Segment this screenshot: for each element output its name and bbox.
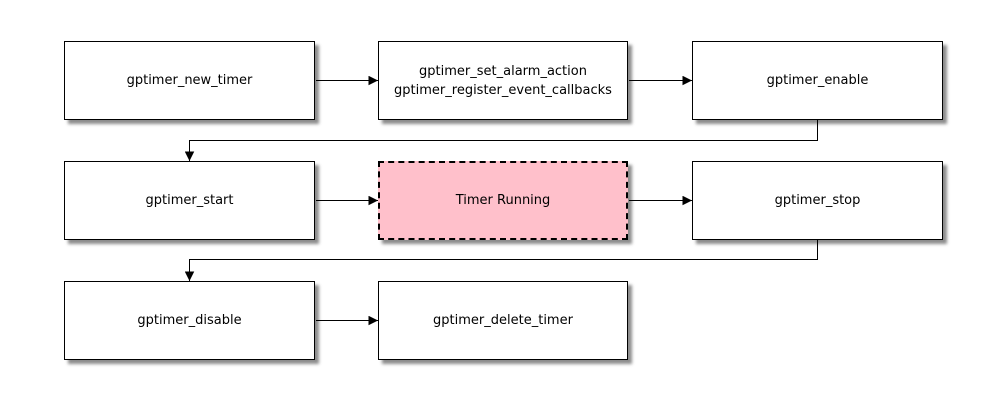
node-gptimer-set-alarm-action-register-event-callbacks: gptimer_set_alarm_action gptimer_registe… bbox=[378, 41, 628, 120]
node-gptimer-start: gptimer_start bbox=[64, 161, 315, 240]
node-gptimer-new-timer: gptimer_new_timer bbox=[64, 41, 315, 120]
node-label: gptimer_disable bbox=[137, 313, 242, 328]
node-label-line2: gptimer_register_event_callbacks bbox=[394, 82, 612, 98]
node-gptimer-stop: gptimer_stop bbox=[692, 161, 943, 240]
node-timer-running: Timer Running bbox=[378, 161, 628, 240]
node-label: Timer Running bbox=[455, 193, 551, 208]
node-label: gptimer_enable bbox=[766, 73, 869, 88]
node-gptimer-delete-timer: gptimer_delete_timer bbox=[378, 281, 628, 360]
node-label: gptimer_start bbox=[145, 193, 234, 208]
node-gptimer-enable: gptimer_enable bbox=[692, 41, 943, 120]
arrow-stop-to-disable bbox=[184, 240, 818, 281]
node-label: gptimer_new_timer bbox=[126, 73, 253, 88]
node-label: gptimer_stop bbox=[774, 193, 861, 208]
arrow-enable-to-start bbox=[184, 120, 818, 161]
node-gptimer-disable: gptimer_disable bbox=[64, 281, 315, 360]
node-label-line1: gptimer_set_alarm_action bbox=[419, 63, 587, 79]
node-label: gptimer_delete_timer bbox=[433, 313, 573, 328]
